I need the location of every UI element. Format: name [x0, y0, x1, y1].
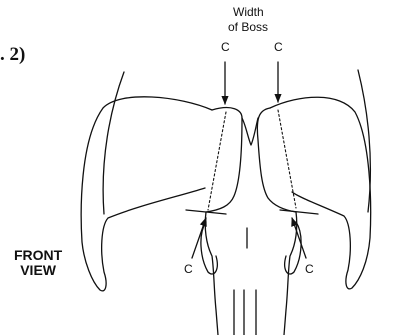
- point-c-top-left: C: [221, 40, 230, 54]
- figure-reference: . 2): [0, 44, 25, 66]
- right-bottom-arrow: [292, 218, 306, 258]
- left-horn-tip: [103, 72, 124, 214]
- right-boss: [257, 108, 296, 212]
- poll-notch: [242, 118, 258, 145]
- point-c-bottom-left: C: [184, 262, 193, 276]
- width-label-line1: Width: [233, 5, 264, 19]
- right-base-tick: [280, 210, 318, 214]
- view-label-line1: FRONT: [14, 248, 62, 263]
- point-c-top-right: C: [274, 40, 283, 54]
- width-label-line2: of Boss: [228, 20, 268, 34]
- left-boss-measure-line: [208, 112, 226, 210]
- point-c-bottom-right: C: [305, 262, 314, 276]
- view-label: FRONT VIEW: [14, 248, 62, 278]
- left-bottom-arrow: [192, 218, 206, 258]
- view-label-line2: VIEW: [14, 263, 62, 278]
